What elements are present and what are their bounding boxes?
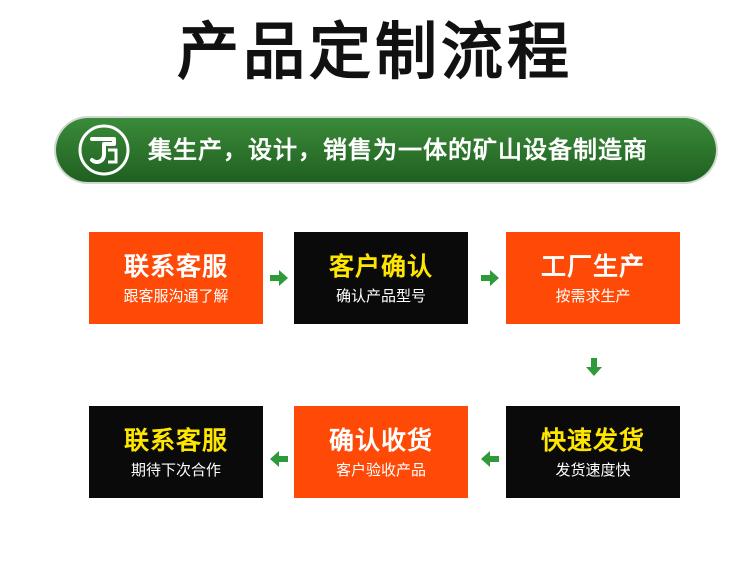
step-title: 联系客服 — [123, 426, 228, 455]
arrow-right-icon — [481, 270, 499, 286]
step-contact-service: 联系客服 跟客服沟通了解 — [89, 232, 263, 324]
step-subtitle: 发货速度快 — [555, 461, 631, 479]
arrow-down-icon — [586, 358, 602, 376]
arrow-right-icon — [270, 270, 288, 286]
step-fast-delivery: 快速发货 发货速度快 — [506, 406, 680, 498]
step-title: 联系客服 — [123, 252, 228, 281]
step-subtitle: 客户验收产品 — [335, 461, 426, 479]
step-title: 客户确认 — [328, 252, 433, 281]
step-subtitle: 按需求生产 — [555, 287, 631, 305]
arrow-left-icon — [270, 451, 288, 467]
step-factory-production: 工厂生产 按需求生产 — [506, 232, 680, 324]
step-subtitle: 期待下次合作 — [130, 461, 221, 479]
step-title: 确认收货 — [328, 426, 433, 455]
step-contact-service-again: 联系客服 期待下次合作 — [89, 406, 263, 498]
step-customer-confirm: 客户确认 确认产品型号 — [294, 232, 468, 324]
arrow-left-icon — [481, 451, 499, 467]
step-subtitle: 确认产品型号 — [335, 287, 426, 305]
page-title: 产品定制流程 — [176, 15, 573, 88]
step-subtitle: 跟客服沟通了解 — [123, 287, 229, 305]
step-confirm-receipt: 确认收货 客户验收产品 — [294, 406, 468, 498]
company-logo-icon — [78, 124, 130, 176]
step-title: 工厂生产 — [540, 252, 645, 281]
banner-slogan: 集生产，设计，销售为一体的矿山设备制造商 — [148, 136, 648, 164]
slogan-banner: 集生产，设计，销售为一体的矿山设备制造商 — [56, 118, 716, 182]
step-title: 快速发货 — [540, 426, 645, 455]
